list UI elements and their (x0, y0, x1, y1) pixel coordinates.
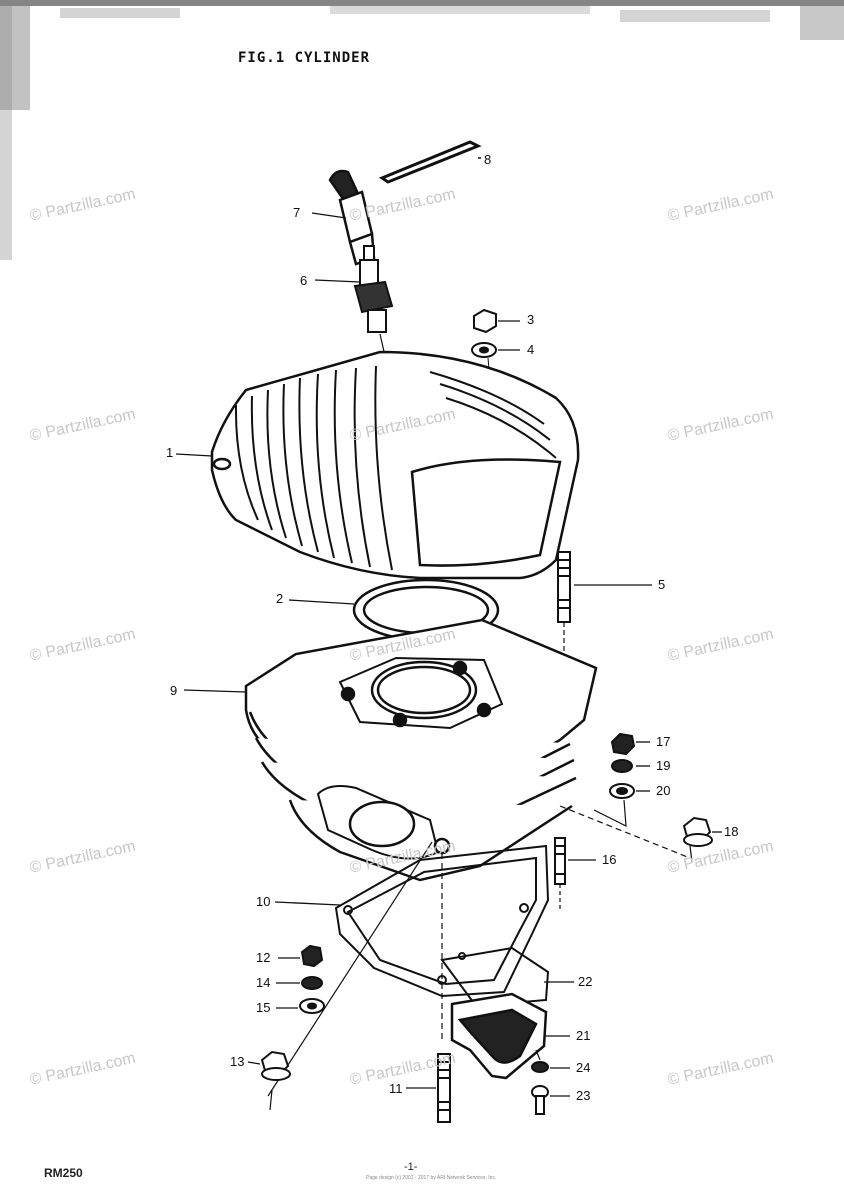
scan-noise (0, 0, 844, 260)
part-19-washer (611, 759, 633, 773)
callout-1: 1 (166, 445, 174, 460)
page-number: -1- (404, 1161, 418, 1173)
copyright-footer: Page design (c) 2001 - 2017 by ARI Netwo… (366, 1175, 497, 1181)
part-22-gasket (440, 946, 550, 1008)
part-11-stud (437, 1053, 451, 1123)
callout-10: 10 (256, 894, 271, 909)
part-3-nut (473, 308, 497, 334)
callout-13: 13 (230, 1054, 245, 1069)
callout-6: 6 (300, 273, 308, 288)
callout-8: 8 (484, 152, 492, 167)
part-18-flange-nut (682, 816, 713, 863)
callout-12: 12 (256, 950, 271, 965)
part-13-flange-nut (260, 1050, 291, 1111)
part-14-washer (301, 976, 323, 990)
callout-22: 22 (578, 974, 593, 989)
part-17-nut (610, 732, 636, 756)
part-6-spark-plug (353, 245, 396, 401)
part-16-stud (554, 837, 566, 910)
callout-18: 18 (724, 824, 739, 839)
part-1-cylinder-head (210, 350, 580, 580)
callout-7: 7 (293, 205, 301, 220)
part-8-clip (378, 140, 482, 184)
callout-21: 21 (576, 1028, 591, 1043)
part-20-washer (559, 783, 691, 859)
part-9-cylinder (244, 618, 598, 1097)
callout-14: 14 (256, 975, 271, 990)
callout-3: 3 (527, 312, 535, 327)
part-12-nut (300, 944, 324, 968)
part-15-washer (299, 998, 325, 1014)
model-label: RM250 (44, 1166, 83, 1180)
callout-11: 11 (389, 1081, 403, 1096)
callout-19: 19 (656, 758, 671, 773)
callout-23: 23 (576, 1088, 591, 1103)
callout-16: 16 (602, 852, 617, 867)
callout-4: 4 (527, 342, 535, 357)
figure-title: FIG.1 CYLINDER (238, 50, 371, 66)
callout-2: 2 (276, 591, 284, 606)
part-24-washer (531, 1061, 549, 1073)
part-5-stud (557, 551, 571, 665)
part-10-base-gasket (334, 844, 550, 998)
callout-15: 15 (256, 1000, 271, 1015)
callout-9: 9 (170, 683, 178, 698)
callout-20: 20 (656, 783, 671, 798)
leader-lines (175, 212, 722, 1097)
callout-24: 24 (576, 1060, 591, 1075)
part-23-screw (531, 1085, 549, 1115)
part-4-washer (471, 342, 497, 381)
callout-17: 17 (656, 734, 671, 749)
part-21-bracket (450, 992, 548, 1080)
callout-5: 5 (658, 577, 666, 592)
